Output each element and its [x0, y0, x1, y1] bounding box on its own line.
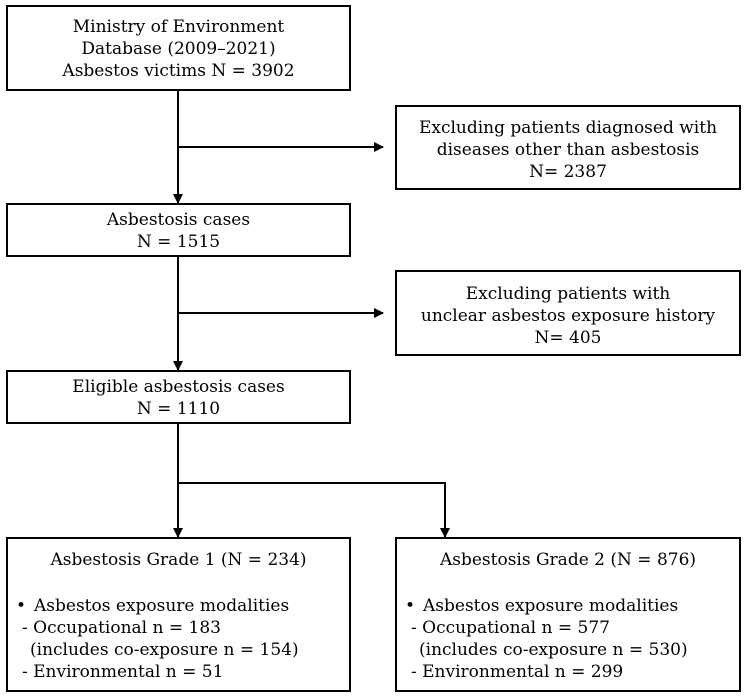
grade2-heading: Asbestos exposure modalities — [423, 596, 679, 616]
grade1-title: Asbestosis Grade 1 (N = 234) — [50, 550, 307, 570]
grade2-title: Asbestosis Grade 2 (N = 876) — [439, 550, 697, 570]
eligible-cases-label: Eligible asbestosis cases — [72, 377, 285, 397]
grade2-bullet: • — [405, 596, 416, 616]
exclusion-1-line-2: diseases other than asbestosis — [436, 140, 700, 160]
grade2-co-exposure: (includes co-exposure n = 530) — [419, 640, 688, 660]
grade2-occupational: - Occupational n = 577 — [411, 618, 610, 638]
grade1-co-exposure: (includes co-exposure n = 154) — [30, 640, 299, 660]
grade1-environmental: - Environmental n = 51 — [22, 662, 224, 682]
eligible-cases-box: Eligible asbestosis cases N = 1110 — [6, 370, 351, 424]
arrow-eligible-to-grade2 — [178, 482, 450, 538]
grade1-occupational: - Occupational n = 183 — [22, 618, 221, 638]
source-line-3: Asbestos victims N = 3902 — [62, 61, 295, 81]
exclusion-1-line-1: Excluding patients diagnosed with — [418, 118, 718, 138]
grade1-box: Asbestosis Grade 1 (N = 234) • Asbestos … — [6, 537, 351, 692]
exclusion-2-count: N= 405 — [534, 328, 602, 348]
exclusion-box-2: Excluding patients with unclear asbestos… — [395, 270, 741, 356]
exclusion-1-count: N= 2387 — [529, 162, 607, 182]
grade2-environmental: - Environmental n = 299 — [411, 662, 624, 682]
exclusion-2-line-2: unclear asbestos exposure history — [420, 306, 716, 326]
asbestosis-cases-count: N = 1515 — [136, 232, 221, 252]
source-line-2: Database (2009–2021) — [81, 39, 276, 59]
source-line-1: Ministry of Environment — [72, 17, 285, 37]
exclusion-box-1: Excluding patients diagnosed with diseas… — [395, 105, 741, 190]
asbestosis-cases-box: Asbestosis cases N = 1515 — [6, 203, 351, 257]
grade1-heading: Asbestos exposure modalities — [34, 596, 290, 616]
asbestosis-cases-label: Asbestosis cases — [106, 210, 251, 230]
eligible-cases-count: N = 1110 — [136, 399, 221, 419]
grade2-box: Asbestosis Grade 2 (N = 876) • Asbestos … — [395, 537, 741, 692]
source-box: Ministry of Environment Database (2009–2… — [6, 5, 351, 91]
exclusion-2-line-1: Excluding patients with — [465, 284, 671, 304]
grade1-bullet: • — [16, 596, 27, 616]
